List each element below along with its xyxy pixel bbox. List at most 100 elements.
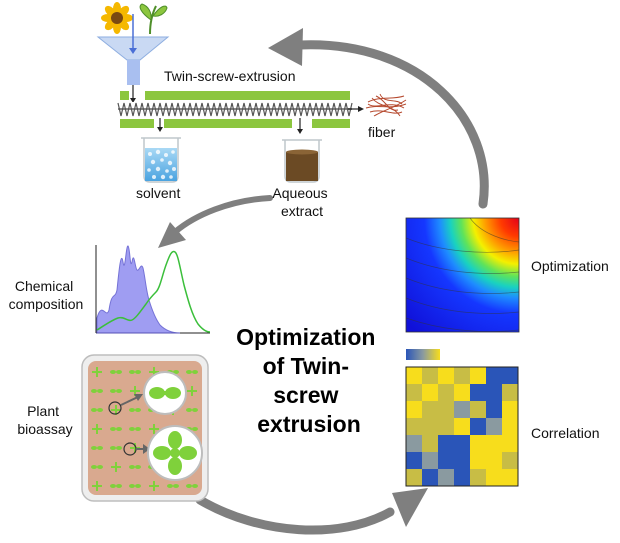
- color-scale-bar: [406, 349, 440, 360]
- arrow-bottom: [195, 495, 395, 535]
- seedling-dot: [111, 462, 121, 472]
- heatmap-cell: [406, 435, 423, 453]
- heatmap-cell: [406, 418, 423, 436]
- heatmap-cell: [438, 435, 455, 453]
- heatmap-cell: [454, 435, 471, 453]
- seedling-dot: [167, 484, 179, 488]
- heatmap-cell: [486, 384, 503, 402]
- heatmap-cell: [438, 452, 455, 470]
- label-chemical-composition: Chemical composition: [9, 278, 84, 312]
- seedling-dot: [91, 465, 103, 469]
- extruder: [117, 91, 364, 134]
- heatmap-cell: [486, 435, 503, 453]
- heatmap-cell: [502, 401, 519, 419]
- seedling-dot: [186, 484, 198, 488]
- heatmap-cell: [438, 418, 455, 436]
- heatmap-cell: [470, 401, 487, 419]
- label-correlation: Correlation: [531, 425, 599, 441]
- heatmap-cell: [454, 452, 471, 470]
- arrow-mid: [172, 195, 273, 235]
- seedling-dot: [130, 386, 140, 396]
- heatmap-cell: [502, 469, 519, 487]
- chrom-purple-area: [96, 245, 181, 334]
- heatmap-cell: [502, 452, 519, 470]
- bioassay-tray: [81, 354, 209, 502]
- seedling-dot: [91, 408, 103, 412]
- seedling-dot: [149, 481, 159, 491]
- cycle-arrows: [158, 28, 489, 535]
- heatmap-cell: [502, 418, 519, 436]
- heatmap-cell: [502, 384, 519, 402]
- optimization-plot: [405, 217, 520, 333]
- heatmap-cell: [486, 418, 503, 436]
- heatmap-cell: [470, 435, 487, 453]
- heatmap-cell: [406, 384, 423, 402]
- heatmap-cell: [486, 452, 503, 470]
- seedling-dot: [187, 386, 197, 396]
- seedling-dot: [91, 446, 103, 450]
- seedling-icon: [149, 387, 181, 399]
- seedling-dot: [110, 484, 122, 488]
- seedling-dot: [111, 405, 121, 415]
- label-fiber: fiber: [368, 124, 396, 140]
- heatmap-cell: [422, 418, 439, 436]
- feeder: [127, 60, 140, 85]
- seedling-dot: [149, 367, 159, 377]
- heatmap-cell: [470, 384, 487, 402]
- heatmap-cell: [486, 469, 503, 487]
- heatmap-cell: [454, 401, 471, 419]
- arrow-top-head: [268, 28, 303, 66]
- heatmap-cell: [422, 452, 439, 470]
- seedling-dot: [129, 370, 141, 374]
- seedling-dot: [130, 443, 140, 453]
- heatmap-cell: [454, 384, 471, 402]
- seedling-dot: [110, 427, 122, 431]
- seedling-dot: [92, 367, 102, 377]
- fiber-icon: [365, 93, 407, 117]
- heatmap-cell: [486, 367, 503, 385]
- beaker-icon: [141, 137, 181, 183]
- heatmap-cell: [406, 401, 423, 419]
- label-twin-screw-extrusion: Twin-screw-extrusion: [164, 68, 295, 84]
- label-aqueous-extract: Aqueous extract: [272, 185, 331, 219]
- arrow-mid-head: [158, 222, 186, 248]
- seedling-dot: [186, 408, 198, 412]
- arrow-top: [295, 40, 489, 209]
- hopper-group: [96, 2, 170, 103]
- seedling-dot: [91, 389, 103, 393]
- sunflower-icon: [101, 2, 133, 34]
- heatmap-cell: [406, 452, 423, 470]
- heatmap-cell: [470, 418, 487, 436]
- heatmap-cell: [502, 367, 519, 385]
- seedling-dot: [92, 481, 102, 491]
- heatmap-cell: [406, 469, 423, 487]
- center-title: Optimization of Twin- screw extrusion: [236, 324, 382, 437]
- heatmap-cell: [422, 384, 439, 402]
- seedling-dot: [129, 408, 141, 412]
- seedling-dot: [186, 370, 198, 374]
- seedling-dot: [110, 446, 122, 450]
- heatmap-cell: [406, 367, 423, 385]
- heatmap-cell: [454, 367, 471, 385]
- heatmap-cell: [438, 401, 455, 419]
- seedling-dot: [129, 465, 141, 469]
- correlation-heatmap: [406, 367, 519, 487]
- screw: [117, 102, 353, 117]
- chrom-green-line: [96, 250, 211, 333]
- heatmap-cell: [454, 469, 471, 487]
- heatmap-cell: [470, 469, 487, 487]
- seedling-dot: [149, 424, 159, 434]
- heatmap-cell: [438, 384, 455, 402]
- seedling-dot: [129, 484, 141, 488]
- heatmap-cell: [470, 367, 487, 385]
- seedling-dot: [92, 424, 102, 434]
- plant-icon: [139, 3, 168, 35]
- heatmap-cell: [486, 401, 503, 419]
- heatmap-cell: [502, 435, 519, 453]
- heatmap-cell: [422, 469, 439, 487]
- heatmap-cell: [422, 435, 439, 453]
- label-solvent: solvent: [136, 185, 180, 201]
- beaker-icon: [282, 139, 322, 183]
- heatmap-cell: [438, 367, 455, 385]
